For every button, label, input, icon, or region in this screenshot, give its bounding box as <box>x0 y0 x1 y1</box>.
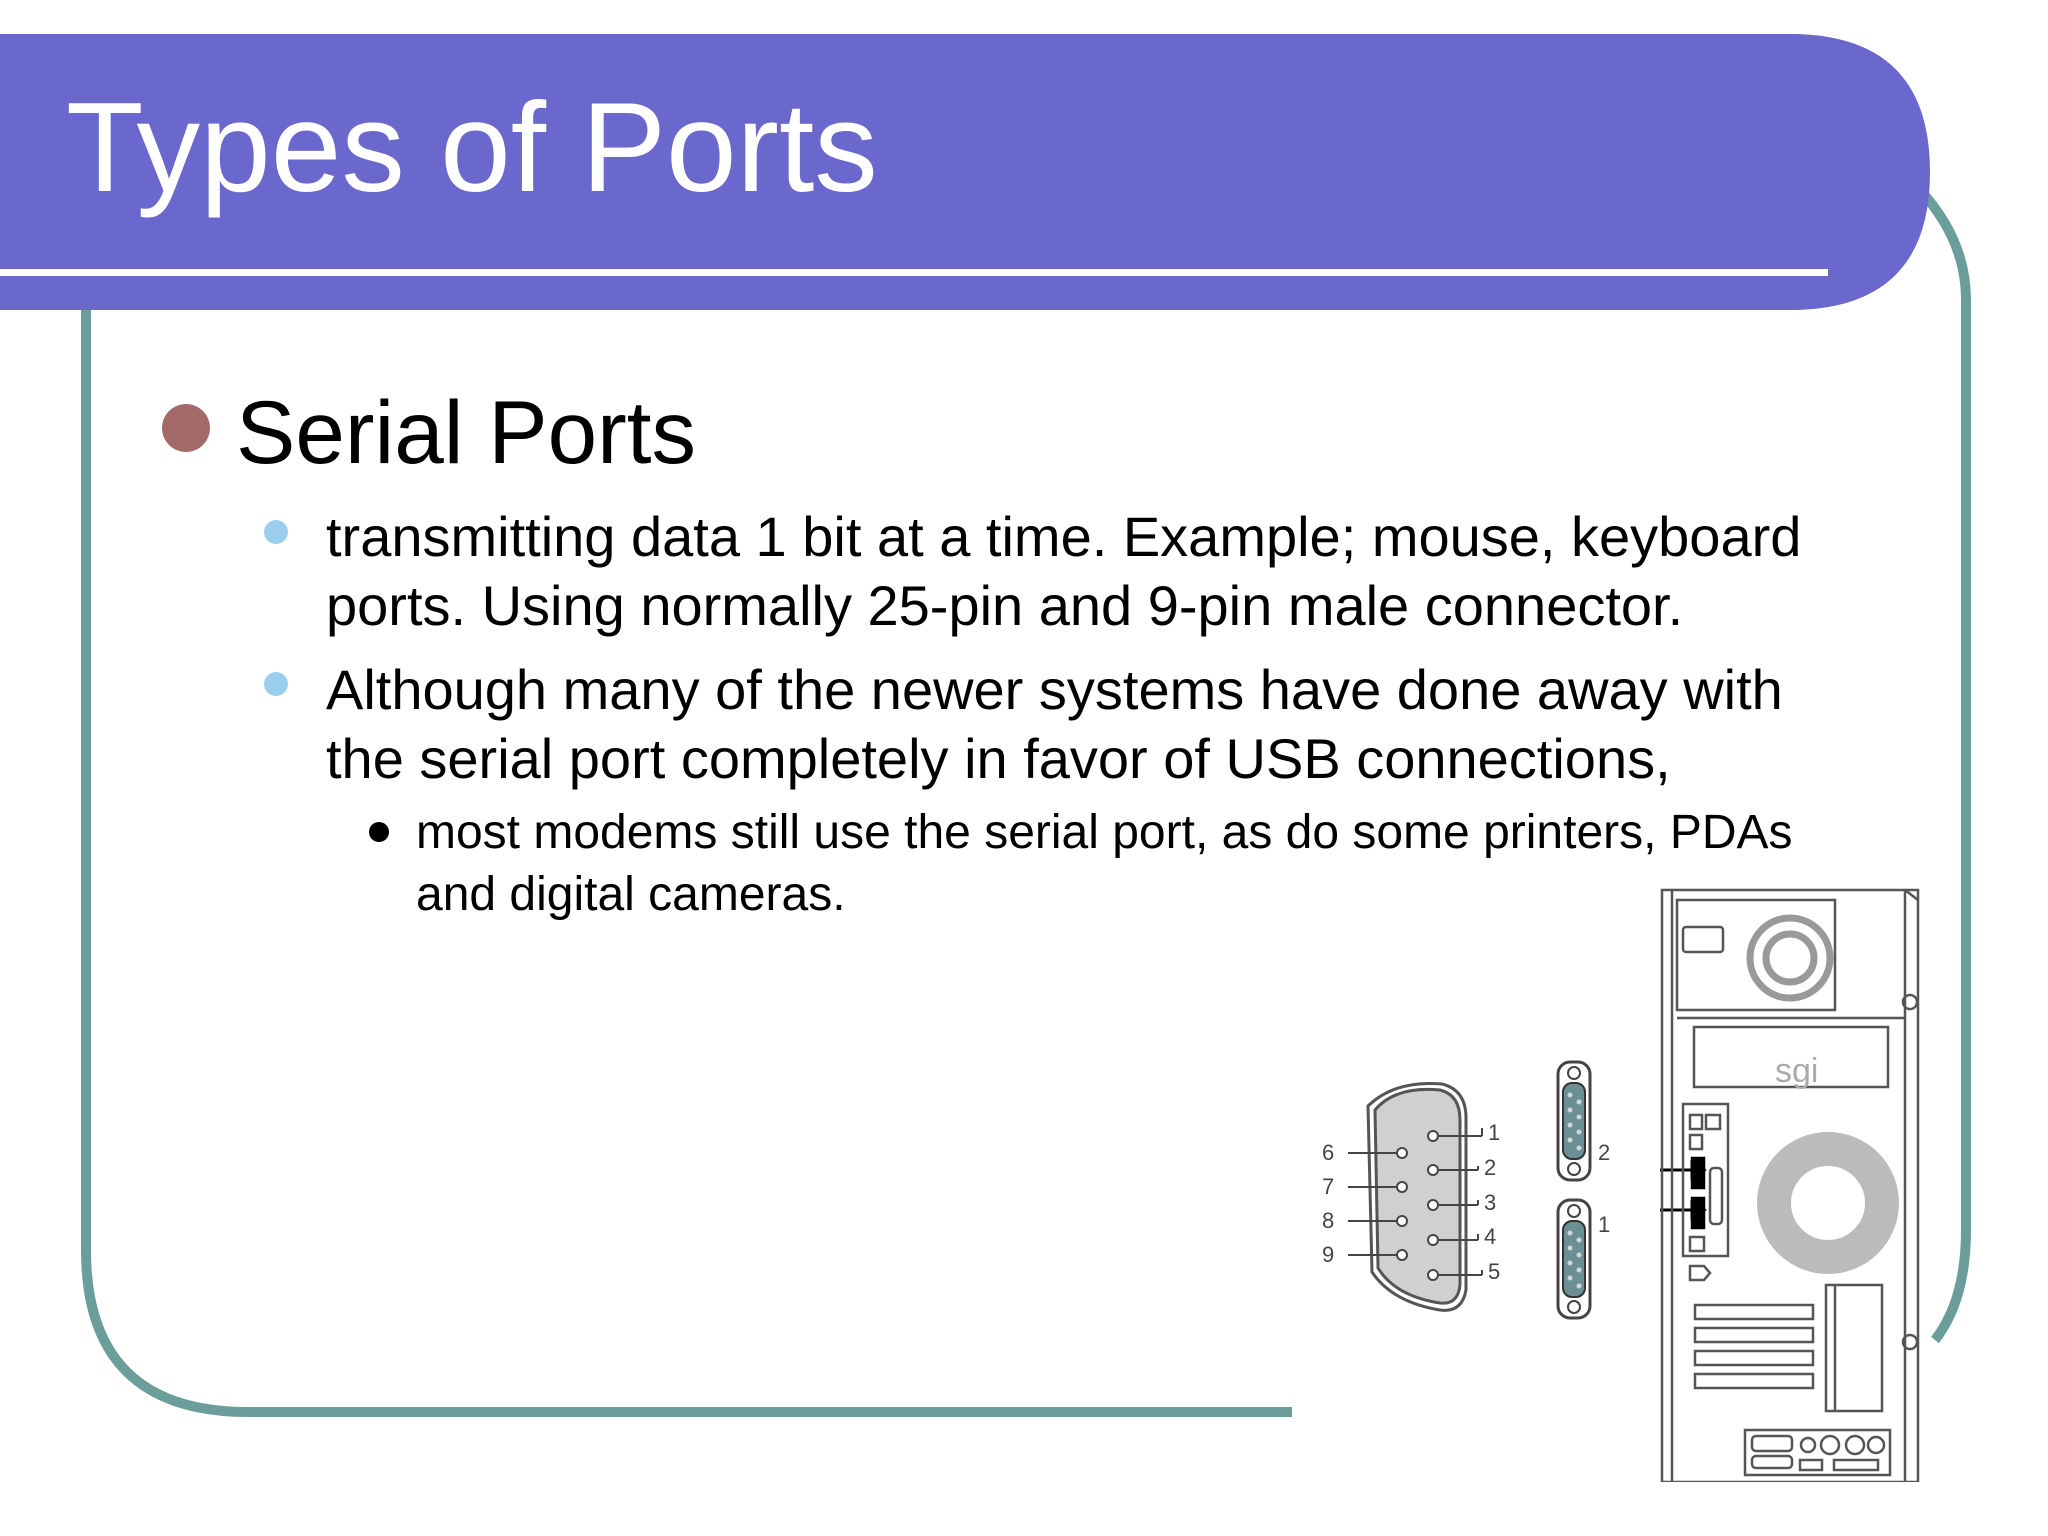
bullet-line: the serial port completely in favor of U… <box>326 727 1671 790</box>
case-logo: sgi <box>1775 1052 1818 1090</box>
pin-label: 1 <box>1488 1120 1500 1145</box>
sub-bullet-dot <box>369 822 389 842</box>
title-bar <box>0 34 1930 310</box>
db9-connector: 1 2 3 4 5 6 7 8 9 <box>1322 1082 1500 1312</box>
frame-border-right <box>1916 186 1971 1344</box>
slide-title: Types of Ports <box>66 76 878 218</box>
bullet-text: transmitting data 1 bit at a time. Examp… <box>326 502 1801 640</box>
pin-label: 7 <box>1322 1174 1334 1199</box>
heading-text: Serial Ports <box>236 382 696 482</box>
sub-bullet-text: most modems still use the serial port, a… <box>416 802 1793 926</box>
port-label: 2 <box>1598 1140 1610 1165</box>
frame-border <box>81 300 1292 1417</box>
bullet-text: Although many of the newer systems have … <box>326 655 1783 793</box>
pin-label: 2 <box>1484 1155 1496 1180</box>
serial-port-illustration: 1 2 3 4 5 6 7 8 9 2 1 <box>1322 888 1920 1482</box>
bullet-line: ports. Using normally 25-pin and 9-pin m… <box>326 574 1684 637</box>
pin-label: 3 <box>1484 1190 1496 1215</box>
title-underline <box>0 269 1828 276</box>
bullet-line: transmitting data 1 bit at a time. Examp… <box>326 505 1802 568</box>
sub-bullet-line: and digital cameras. <box>416 868 846 921</box>
bullet-dot <box>264 520 288 544</box>
sub-bullet-line: most modems still use the serial port, a… <box>416 806 1793 859</box>
pin-label: 4 <box>1484 1224 1496 1249</box>
bullet-dot <box>264 672 288 696</box>
computer-case: sgi <box>1660 888 1920 1482</box>
serial-port-bottom: 1 <box>1556 1198 1610 1320</box>
pin-label: 5 <box>1488 1259 1500 1284</box>
pin-label: 9 <box>1322 1242 1334 1267</box>
heading-bullet <box>162 404 210 452</box>
pin-label: 6 <box>1322 1140 1334 1165</box>
pin-label: 8 <box>1322 1208 1334 1233</box>
bullet-line: Although many of the newer systems have … <box>326 658 1783 721</box>
serial-port-top: 2 <box>1556 1060 1610 1182</box>
port-label: 1 <box>1598 1212 1610 1237</box>
